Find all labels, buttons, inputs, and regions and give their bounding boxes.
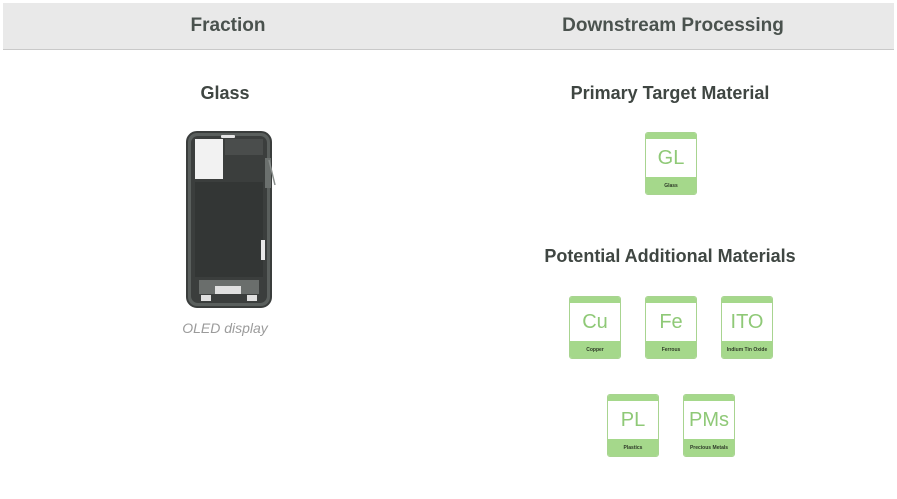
oled-display-image [185,130,277,310]
material-tile-precious-metals: PMs Precious Metals [683,394,735,457]
tile-name: Ferrous [646,341,696,358]
tile-symbol: GL [657,147,685,169]
tile-symbol: Cu [582,311,608,333]
tile-name: Precious Metals [684,439,734,456]
fraction-column-header: Fraction [190,15,266,36]
primary-target-title: Primary Target Material [570,83,770,103]
material-tile-ferrous: Fe Ferrous [645,296,697,359]
tile-symbol: Fe [659,311,683,333]
tile-name: Copper [570,341,620,358]
tile-name: Plastics [608,439,658,456]
downstream-column-header: Downstream Processing [562,15,784,36]
fraction-caption: OLED display [182,320,268,336]
tile-symbol: PL [620,409,646,431]
material-tile-indium-tin-oxide: ITO Indium Tin Oxide [721,296,773,359]
fraction-title: Glass [200,83,250,103]
phone-display-icon [186,131,276,308]
tile-symbol: ITO [730,311,764,333]
tile-name: Glass [646,177,696,194]
material-tile-copper: Cu Copper [569,296,621,359]
tile-name: Indium Tin Oxide [722,341,772,358]
tile-symbol: PMs [689,409,729,431]
table-header: Fraction Downstream Processing [3,3,894,50]
material-tile-plastics: PL Plastics [607,394,659,457]
additional-materials-title: Potential Additional Materials [544,246,796,266]
material-tile-glass: GL Glass [645,132,697,195]
